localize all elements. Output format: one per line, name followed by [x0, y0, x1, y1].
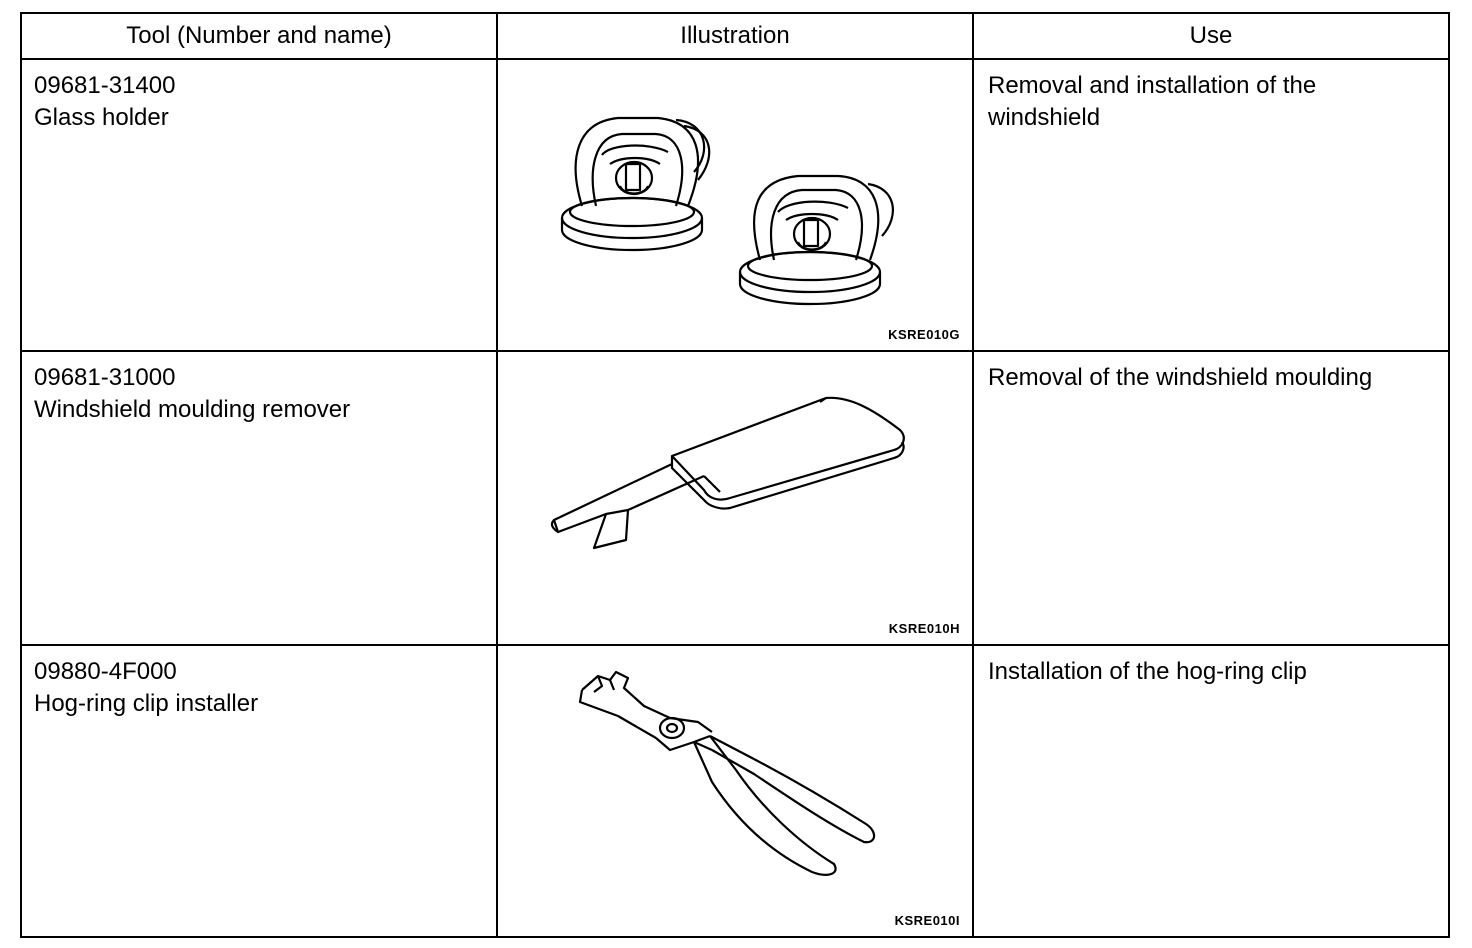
illustration-cell: KSRE010G: [496, 58, 974, 352]
tool-number: 09681-31400: [34, 72, 176, 99]
illustration-cell: KSRE010I: [496, 644, 974, 938]
suction-cup-left-icon: [560, 116, 711, 252]
header-illustration: Illustration: [496, 12, 974, 60]
table-row: 09880-4F000 Hog-ring clip installer: [20, 644, 1450, 938]
tool-number: 09681-31000: [34, 364, 176, 391]
hog-ring-pliers-icon: [578, 670, 876, 876]
tool-name: Hog-ring clip installer: [34, 690, 259, 717]
header-tool: Tool (Number and name): [20, 12, 498, 60]
illustration-code: KSRE010G: [888, 327, 960, 342]
illustration-code: KSRE010I: [894, 913, 960, 928]
table-header-row: Tool (Number and name) Illustration Use: [20, 12, 1450, 60]
tool-use: Installation of the hog-ring clip: [988, 658, 1307, 685]
suction-cup-glass-holder-icon: [560, 116, 895, 306]
tool-name: Windshield moulding remover: [34, 396, 351, 423]
tool-cell: 09681-31400 Glass holder: [20, 58, 498, 352]
use-cell: Removal and installation of the windshie…: [972, 58, 1450, 352]
use-cell: Removal of the windshield moulding: [972, 350, 1450, 646]
header-use: Use: [972, 12, 1450, 60]
moulding-remover-tool-icon: [550, 396, 905, 550]
illustration-cell: KSRE010H: [496, 350, 974, 646]
tool-use: Removal and installation of the windshie…: [988, 72, 1317, 131]
tool-cell: 09880-4F000 Hog-ring clip installer: [20, 644, 498, 938]
table-row: 09681-31000 Windshield moulding remover: [20, 350, 1450, 646]
table-row: 09681-31400 Glass holder: [20, 58, 1450, 352]
tool-name: Glass holder: [34, 104, 169, 131]
suction-cup-right-icon: [738, 174, 895, 306]
illustration-code: KSRE010H: [888, 621, 960, 636]
use-cell: Installation of the hog-ring clip: [972, 644, 1450, 938]
tool-cell: 09681-31000 Windshield moulding remover: [20, 350, 498, 646]
tool-number: 09880-4F000: [34, 658, 177, 685]
special-tools-table: Tool (Number and name) Illustration Use …: [20, 12, 1450, 938]
tool-use: Removal of the windshield moulding: [988, 364, 1373, 391]
